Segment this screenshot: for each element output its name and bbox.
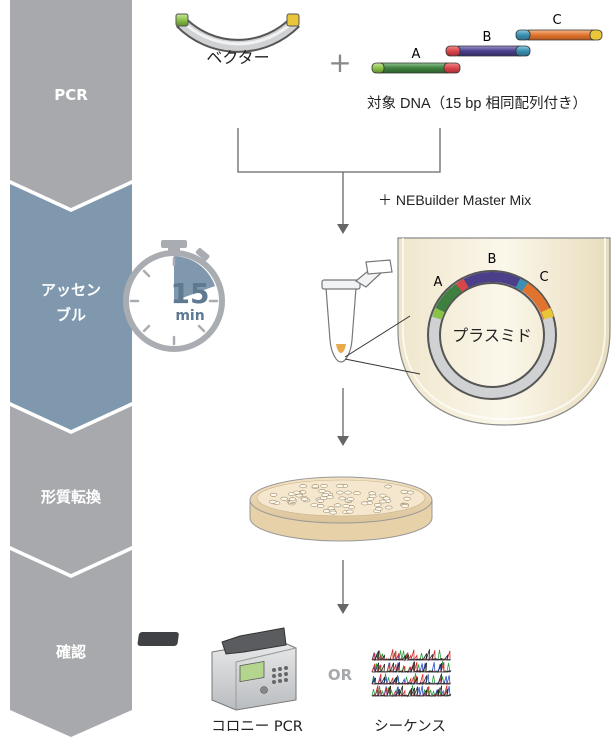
fragment-a-label: A bbox=[412, 47, 421, 62]
step-confirmation-label: 確認 bbox=[55, 643, 86, 661]
plasmid: プラスミド A B C bbox=[427, 252, 557, 400]
zoom-line-top bbox=[344, 315, 411, 358]
arrow-down-icon bbox=[337, 604, 349, 614]
step-assembly-label-line2: ブル bbox=[56, 306, 86, 324]
plus-sign: + bbox=[328, 46, 351, 79]
colony bbox=[346, 509, 354, 514]
stopwatch-icon: 15 min bbox=[123, 240, 225, 352]
colony bbox=[288, 497, 297, 502]
step-assembly-label-line1: アッセン bbox=[41, 281, 101, 299]
vector-end-green bbox=[175, 13, 189, 27]
fragment-b: B bbox=[445, 30, 531, 57]
colony-pcr-label: コロニー PCR bbox=[211, 719, 303, 735]
colony bbox=[385, 505, 393, 510]
vector: ベクター bbox=[175, 13, 300, 67]
colony bbox=[317, 504, 325, 508]
merge-connector bbox=[237, 128, 441, 226]
colony bbox=[301, 497, 309, 502]
fragment-b-label: B bbox=[483, 30, 492, 45]
step-transformation-label: 形質転換 bbox=[41, 488, 102, 506]
master-mix-label: ＋ NEBuilder Master Mix bbox=[378, 192, 531, 208]
thermal-cycler-icon bbox=[137, 627, 297, 711]
colony bbox=[353, 491, 361, 496]
colony bbox=[329, 510, 337, 515]
timer-value: 15 bbox=[171, 277, 210, 310]
colony bbox=[338, 496, 346, 501]
fragment-a: A bbox=[371, 47, 461, 74]
colony bbox=[316, 498, 325, 503]
colony bbox=[336, 490, 344, 495]
chromatogram-trace bbox=[371, 661, 452, 673]
step-column: PCR アッセン ブル 形質転換 確認 bbox=[10, 0, 132, 737]
microtube-icon bbox=[321, 259, 393, 363]
colony bbox=[327, 506, 335, 511]
step-pcr-label: PCR bbox=[54, 86, 88, 104]
chromatogram-icon bbox=[371, 648, 452, 698]
colony bbox=[311, 484, 320, 489]
target-dna-label: 対象 DNA（15 bp 相同配列付き） bbox=[367, 95, 587, 112]
vector-end-yellow bbox=[286, 13, 300, 27]
sequence-label: シーケンス bbox=[374, 718, 446, 735]
colony bbox=[400, 489, 408, 494]
colony bbox=[280, 496, 288, 501]
colony bbox=[360, 501, 369, 506]
colony bbox=[344, 490, 352, 495]
colony bbox=[378, 493, 387, 498]
plasmid-label-a: A bbox=[434, 275, 443, 290]
step-confirmation-shape bbox=[10, 550, 132, 737]
colony bbox=[269, 499, 277, 504]
colony bbox=[382, 496, 391, 501]
petri-dish-icon bbox=[249, 476, 433, 542]
zoom-line-bottom bbox=[344, 358, 421, 375]
colony bbox=[292, 490, 301, 495]
step-pcr-shape bbox=[10, 0, 132, 208]
or-label: OR bbox=[328, 666, 353, 684]
arrow-down-icon bbox=[337, 224, 349, 234]
colony bbox=[379, 499, 387, 504]
colony bbox=[368, 491, 376, 496]
colony bbox=[318, 489, 326, 493]
colony bbox=[320, 483, 328, 488]
vector-label: ベクター bbox=[206, 48, 269, 67]
colony bbox=[336, 484, 344, 488]
colony bbox=[401, 504, 409, 508]
fragment-c: C bbox=[515, 13, 603, 41]
plasmid-label-b: B bbox=[488, 252, 497, 267]
colony bbox=[406, 490, 415, 495]
colony bbox=[334, 503, 342, 508]
colony bbox=[299, 484, 307, 489]
colony bbox=[346, 497, 355, 502]
colony bbox=[310, 503, 318, 508]
colony bbox=[366, 496, 375, 501]
step-transformation-shape bbox=[10, 406, 132, 574]
colony bbox=[375, 506, 383, 511]
colony bbox=[384, 484, 392, 489]
arrow-down-icon bbox=[337, 436, 349, 446]
colony bbox=[342, 504, 350, 509]
colony bbox=[374, 502, 382, 507]
plasmid-label: プラスミド bbox=[452, 326, 532, 345]
colony bbox=[403, 496, 411, 501]
colony bbox=[321, 492, 329, 497]
timer-unit: min bbox=[175, 308, 204, 324]
fragment-c-label: C bbox=[552, 13, 561, 28]
colony bbox=[269, 492, 278, 497]
plasmid-label-c: C bbox=[539, 270, 548, 285]
step-assembly-shape bbox=[10, 184, 132, 430]
